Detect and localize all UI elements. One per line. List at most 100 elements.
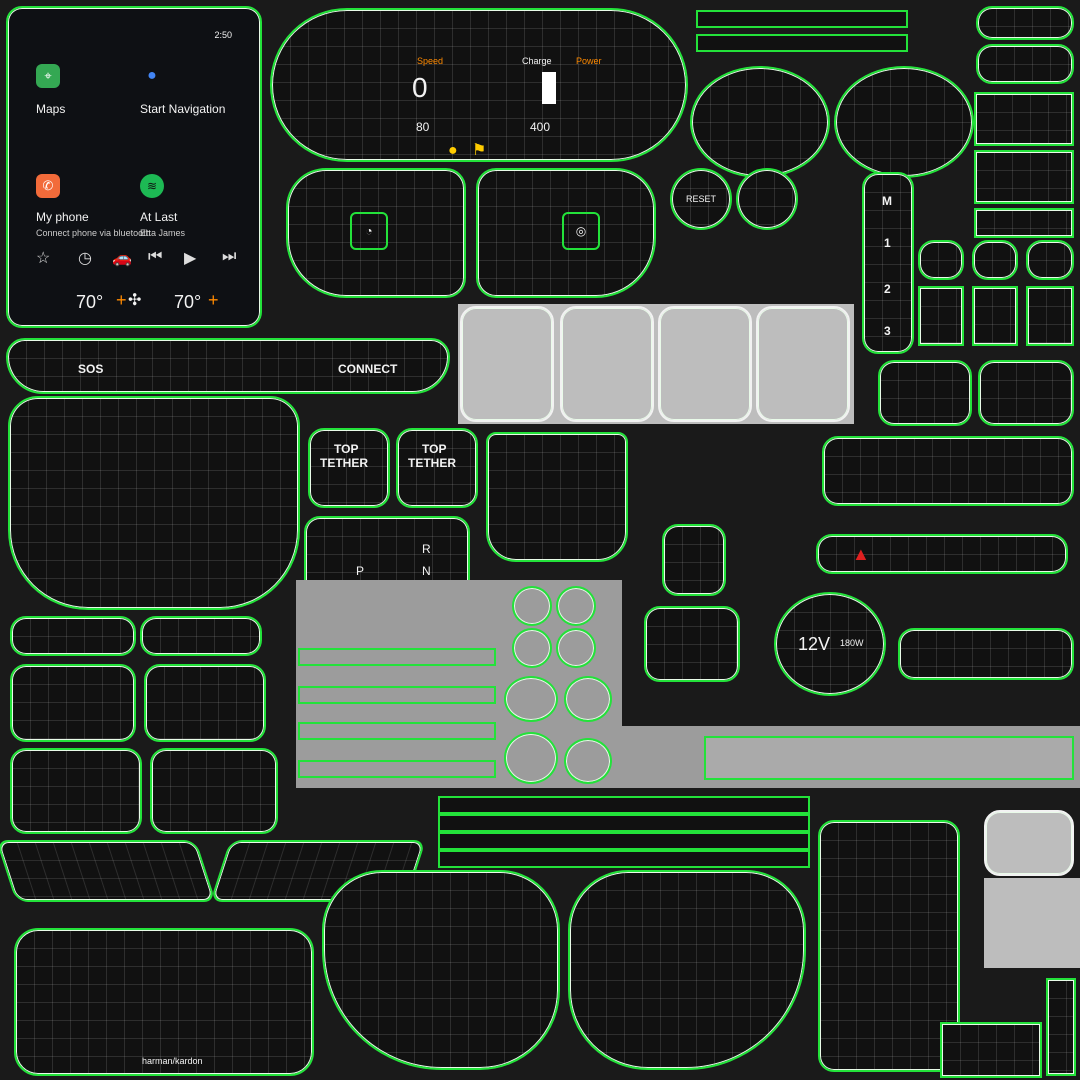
tile-mid-3 (1026, 286, 1074, 346)
phone-icon[interactable]: ✆ (36, 174, 60, 198)
temp-left[interactable]: 70° (76, 292, 104, 312)
charge-label: Charge (522, 56, 552, 66)
bottom-strip-2 (438, 814, 810, 832)
status-time: 2:50 (214, 30, 232, 40)
temp-right-plus[interactable]: + (208, 290, 219, 310)
spotify-icon[interactable]: ≋ (140, 174, 164, 198)
memory-m-button[interactable]: M (882, 194, 892, 208)
limit-value: 80 (416, 120, 430, 134)
maps-label[interactable]: Maps (36, 102, 66, 116)
hazard-bar: ▲ (816, 534, 1068, 574)
power-label: Power (576, 56, 602, 66)
star-icon[interactable]: ☆ (36, 250, 51, 267)
knob-7[interactable] (504, 732, 558, 784)
play-icon[interactable]: ▶ (184, 250, 197, 267)
tile-small-3 (1026, 240, 1074, 280)
lights-icon: ⚑ (472, 142, 487, 159)
tether-line1-b: TOP (422, 442, 447, 456)
isofix-panel-1 (460, 306, 554, 422)
strip-top-1 (696, 10, 908, 28)
speaker-grille-right (150, 748, 278, 834)
media-button[interactable]: ◎ (562, 212, 600, 250)
music-subtitle: Etta James (140, 228, 186, 238)
bracket-piece (984, 810, 1074, 876)
bottom-strip-3 (438, 832, 810, 850)
knob-3[interactable] (512, 628, 552, 668)
outlet-power: 180W (840, 638, 864, 648)
door-panel-left (322, 870, 560, 1070)
knob-5[interactable] (504, 676, 558, 722)
sill-left (0, 840, 217, 902)
bottom-strip-1 (438, 796, 810, 814)
mirror-left (690, 66, 830, 178)
top-tether-badge-2: TOP TETHER (396, 428, 478, 508)
maps-icon[interactable]: ⌖ (36, 64, 60, 88)
speaker-grille-left (10, 748, 142, 834)
knob-8[interactable] (564, 738, 612, 784)
cruise-button[interactable]: ◔ (350, 212, 388, 250)
vent-grille-right (978, 360, 1074, 426)
tile-top-right-1 (976, 6, 1074, 40)
reading-light (644, 606, 740, 682)
memory-2-button[interactable]: 2 (884, 282, 891, 296)
prev-icon[interactable]: ⏮ (148, 248, 163, 265)
knob-2[interactable] (556, 586, 596, 626)
tile-top-right-2 (976, 44, 1074, 84)
door-panel-right (568, 870, 806, 1070)
tile-mid-2 (972, 286, 1018, 346)
tile-small-1 (918, 240, 964, 280)
assistant-icon[interactable]: ● (147, 67, 157, 84)
tray-piece-2 (1046, 978, 1076, 1076)
temp-left-plus[interactable]: + (116, 290, 127, 310)
isofix-panel-2 (560, 306, 654, 422)
strip-top-2 (696, 34, 908, 52)
memory-1-button[interactable]: 1 (884, 236, 891, 250)
isofix-panel-4 (756, 306, 850, 422)
lamp-right (144, 664, 266, 742)
speed-label: Speed (417, 56, 444, 66)
start-navigation-label[interactable]: Start Navigation (140, 102, 226, 116)
steering-pad-right: ◎ (476, 168, 656, 298)
gear-r[interactable]: R (422, 542, 431, 556)
knob-1[interactable] (512, 586, 552, 626)
music-label[interactable]: At Last (140, 210, 178, 224)
console-trim (486, 432, 628, 562)
speed-value: 0 (412, 72, 428, 103)
next-icon[interactable]: ⏭ (222, 248, 237, 265)
battery-icon (542, 72, 556, 104)
tile-grid-2 (974, 150, 1074, 204)
dome-light (662, 524, 726, 596)
my-phone-label[interactable]: My phone (36, 210, 89, 224)
dial-knob[interactable] (736, 168, 798, 230)
hazard-icon[interactable]: ▲ (852, 544, 870, 564)
reset-knob[interactable]: RESET (670, 168, 732, 230)
tether-line2: TETHER (320, 456, 368, 470)
knob-6[interactable] (564, 676, 612, 722)
gear-n[interactable]: N (422, 564, 431, 578)
long-grey-strip (704, 736, 1074, 780)
tile-small-2 (972, 240, 1018, 280)
knob-4[interactable] (556, 628, 596, 668)
speaker-cover-large: harman/kardon (14, 928, 314, 1076)
top-tether-badge-1: TOP TETHER (308, 428, 390, 508)
tray-piece (940, 1022, 1042, 1078)
grey-strip-1 (298, 648, 496, 666)
infotainment-screen: 2:50 ⌖ Maps ● Start Navigation ✆ My phon… (6, 6, 262, 328)
trim-strip-2 (140, 616, 262, 656)
gear-p[interactable]: P (356, 564, 365, 578)
fan-icon[interactable]: ✣ (128, 292, 142, 309)
sos-button[interactable]: SOS (78, 362, 104, 376)
memory-3-button[interactable]: 3 (884, 324, 891, 338)
temp-right[interactable]: 70° (174, 292, 202, 312)
clock-icon[interactable]: ◷ (78, 250, 92, 267)
steering-pad-left: ◔ (286, 168, 466, 298)
switch-panel-top (822, 436, 1074, 506)
grey-strip-3 (298, 722, 496, 740)
tile-grid-1 (974, 92, 1074, 146)
vent-grille-left (878, 360, 972, 426)
floor-mat (818, 820, 960, 1072)
sos-connect-bar: SOS CONNECT (6, 338, 450, 394)
grey-block (984, 878, 1080, 968)
car-icon[interactable]: 🚗 (112, 250, 132, 267)
connect-button[interactable]: CONNECT (338, 362, 398, 376)
